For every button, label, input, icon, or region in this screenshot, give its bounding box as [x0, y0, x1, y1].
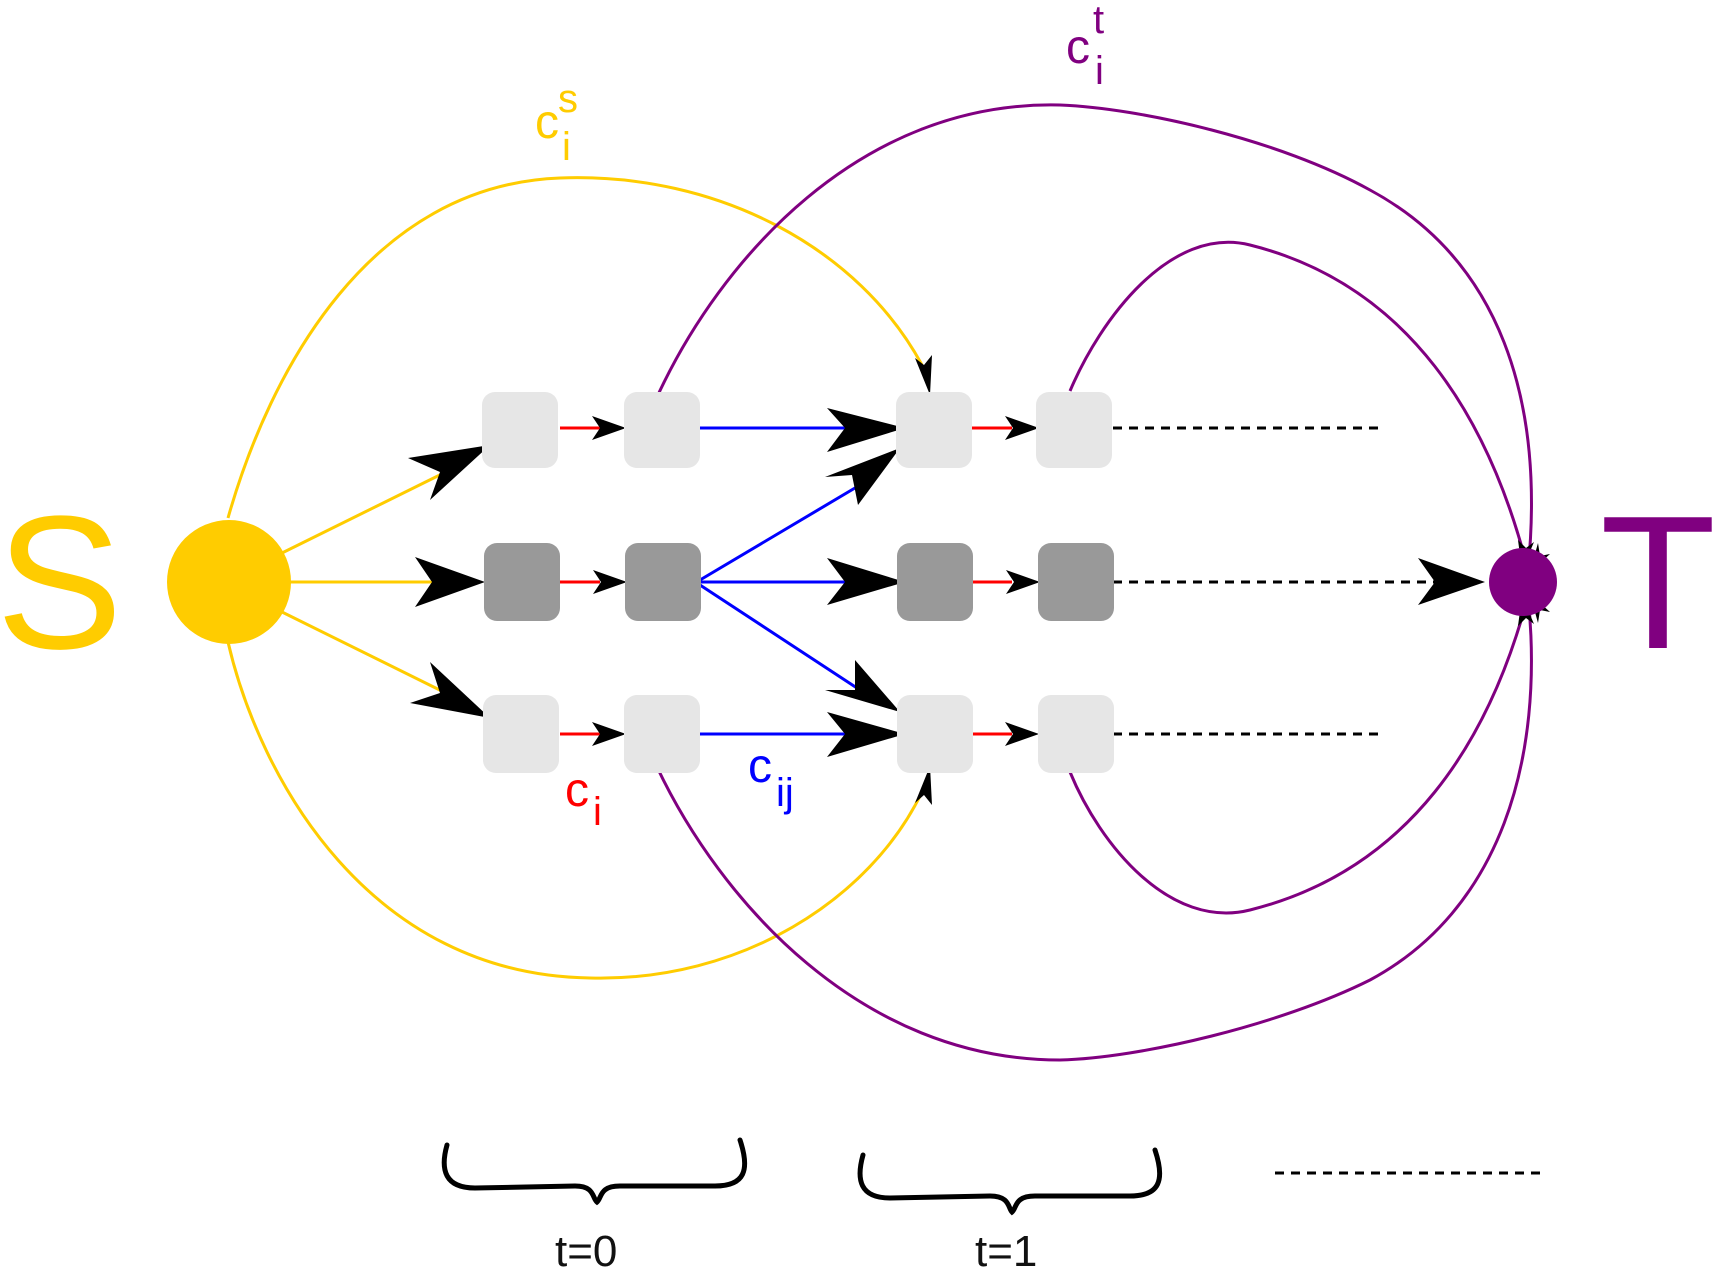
node-t1-out-top: [1036, 392, 1112, 468]
arrowhead-transfer-top: [827, 408, 905, 452]
source-edges: [226, 176, 924, 980]
node-t0-in-bottom: [483, 695, 559, 773]
arrowhead-int-t1-mid: [1006, 570, 1040, 594]
arrowhead-transfer-mid-down: [825, 660, 900, 712]
transfer-edge-mid-up: [699, 483, 861, 582]
nodes-t1: [896, 392, 1114, 773]
arrowhead-int-t1-bottom: [1005, 722, 1039, 746]
sink-cost-sub: i: [1095, 49, 1104, 93]
internal-cost-label: c i: [565, 764, 602, 834]
node-t0-out-top: [624, 392, 700, 468]
source-edge-row-bottom: [281, 610, 471, 707]
sink-arc-inner-bottom: [1068, 595, 1530, 915]
source-cost-label: c s i: [535, 77, 578, 169]
time-brace-t0: [441, 1137, 748, 1206]
source-arc-bottom: [226, 641, 924, 980]
nodes-t0: [482, 392, 701, 773]
brace-t0: [441, 1137, 748, 1206]
time-brace-t1: [857, 1147, 1163, 1216]
arrowhead-int-t0-mid: [593, 570, 627, 594]
arrowhead-transfer-mid-up: [825, 448, 900, 505]
sink-arc-outer-top: [655, 103, 1533, 571]
arrowhead-source-bottom: [410, 662, 490, 718]
arrowhead-int-t0-top: [592, 416, 626, 440]
sink-cost-sup: t: [1093, 0, 1104, 42]
arrowhead-source-arc-top: [915, 355, 932, 395]
arrowhead-source-top: [408, 445, 490, 500]
sink-node: [1489, 548, 1557, 616]
source-cost-base: c: [535, 96, 559, 149]
source-label: S: [0, 477, 123, 689]
node-t0-out-mid: [625, 543, 701, 621]
transfer-cost-base: c: [748, 740, 772, 793]
continuation-edges: [1113, 426, 1545, 1175]
arrowhead-transfer-bottom: [827, 712, 905, 757]
time-label-t0: t=0: [555, 1227, 617, 1271]
arrowhead-int-t1-top: [1005, 416, 1039, 440]
transfer-edges: [699, 426, 861, 736]
sink-arc-outer-bottom: [655, 595, 1533, 1062]
arrowhead-to-sink: [1418, 558, 1485, 605]
node-t1-in-bottom: [897, 695, 973, 773]
node-t0-in-top: [482, 392, 558, 468]
sink-arc-inner-top: [1068, 240, 1530, 571]
arrowhead-int-t0-bottom: [592, 722, 626, 746]
arrowheads: [408, 355, 1550, 805]
node-t1-out-mid: [1038, 543, 1114, 621]
source-node: [167, 520, 291, 644]
internal-cost-base: c: [565, 764, 589, 817]
node-t0-out-bottom: [624, 695, 700, 773]
transfer-cost-label: c ij: [748, 740, 794, 815]
node-t0-in-mid: [484, 543, 560, 621]
node-t1-out-bottom: [1038, 695, 1114, 773]
arrowhead-transfer-mid: [827, 558, 905, 605]
source-cost-sup: s: [558, 77, 578, 121]
transfer-edge-mid-down: [699, 583, 861, 692]
source-arc-top: [226, 176, 924, 519]
internal-cost-sub: i: [593, 790, 602, 834]
arrowhead-source-mid: [415, 557, 485, 607]
sink-cost-label: c t i: [1066, 0, 1104, 93]
time-label-t1: t=1: [975, 1227, 1037, 1271]
sink-label: T: [1600, 477, 1716, 689]
transfer-cost-sub: ij: [776, 771, 794, 815]
sink-cost-base: c: [1066, 21, 1090, 74]
brace-t1: [857, 1147, 1163, 1216]
sink-edges: [655, 103, 1533, 1062]
internal-edges: [560, 426, 1012, 736]
node-t1-in-mid: [897, 543, 973, 621]
source-edge-row-top: [281, 458, 471, 555]
node-t1-in-top: [896, 392, 972, 468]
source-cost-sub: i: [562, 125, 571, 169]
arrowhead-source-arc-bottom: [915, 766, 932, 805]
